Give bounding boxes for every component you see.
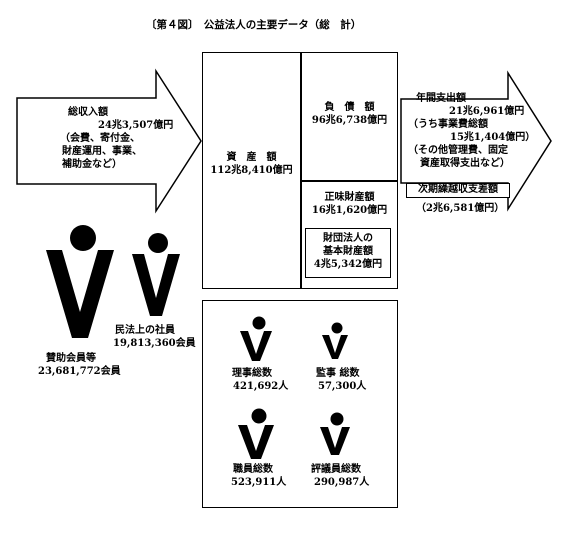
liabilities-amount: 96兆6,738億円 bbox=[311, 115, 388, 126]
income-breakdown-1: （会費、寄付金、 bbox=[60, 133, 140, 144]
balance-divider bbox=[300, 52, 302, 289]
staff-icon bbox=[238, 408, 274, 459]
auditor-count: 57,300人 bbox=[318, 381, 367, 392]
councillor-label: 評議員総数 bbox=[311, 464, 361, 475]
staff-label: 職員総数 bbox=[233, 464, 273, 475]
foundation-assets-line-2: 基本財産額 bbox=[323, 246, 373, 257]
auditor-icon bbox=[322, 322, 348, 359]
expenditure-business-label: （うち事業費総額 bbox=[408, 119, 488, 130]
assets-label: 資 産 額 bbox=[226, 152, 277, 163]
officers-box bbox=[202, 300, 398, 508]
director-count: 421,692人 bbox=[233, 381, 289, 392]
net-assets-amount: 16兆1,620億円 bbox=[311, 205, 388, 216]
councillor-count: 290,987人 bbox=[314, 477, 370, 488]
director-icon bbox=[240, 316, 272, 361]
supporting-member-count: 23,681,772会員 bbox=[38, 366, 121, 377]
staff-count: 523,911人 bbox=[231, 477, 287, 488]
expenditure-label: 年間支出額 bbox=[416, 93, 466, 104]
auditor-label: 監事 総数 bbox=[316, 368, 360, 379]
income-breakdown-2: 財産運用、事業、 bbox=[62, 146, 142, 157]
figure-title: 〔第４図〕 公益法人の主要データ（総 計） bbox=[146, 19, 362, 31]
carryover-amount: （2兆6,581億円） bbox=[416, 203, 505, 214]
expenditure-business-amount: 15兆1,404億円） bbox=[450, 132, 536, 143]
assets-amount: 112兆8,410億円 bbox=[210, 165, 293, 176]
foundation-assets-amount: 4兆5,342億円 bbox=[313, 259, 383, 270]
carryover-label: 次期繰越収支差額 bbox=[418, 184, 498, 195]
expenditure-amount: 21兆6,961億円 bbox=[449, 106, 525, 117]
income-label: 総収入額 bbox=[68, 107, 108, 118]
income-breakdown-3: 補助金など） bbox=[62, 159, 122, 170]
civil-member-count: 19,813,360会員 bbox=[113, 338, 196, 349]
councillor-icon bbox=[320, 412, 350, 455]
supporting-member-icon bbox=[46, 225, 114, 338]
expenditure-other-1: （その他管理費、固定 bbox=[408, 145, 508, 156]
income-arrow bbox=[16, 68, 202, 214]
liability-divider bbox=[300, 180, 398, 182]
income-amount: 24兆3,507億円 bbox=[98, 120, 174, 131]
supporting-member-label: 賛助会員等 bbox=[46, 353, 96, 364]
net-assets-label: 正味財産額 bbox=[324, 192, 375, 203]
foundation-assets-line-1: 財団法人の bbox=[323, 233, 373, 244]
liabilities-label: 負 債 額 bbox=[324, 102, 375, 113]
director-label: 理事総数 bbox=[232, 368, 272, 379]
civil-member-label: 民法上の社員 bbox=[115, 325, 175, 336]
foundation-assets-box bbox=[305, 228, 391, 278]
carryover-box bbox=[406, 183, 510, 198]
expenditure-other-2: 資産取得支出など） bbox=[420, 158, 510, 169]
civil-member-icon bbox=[132, 233, 180, 316]
